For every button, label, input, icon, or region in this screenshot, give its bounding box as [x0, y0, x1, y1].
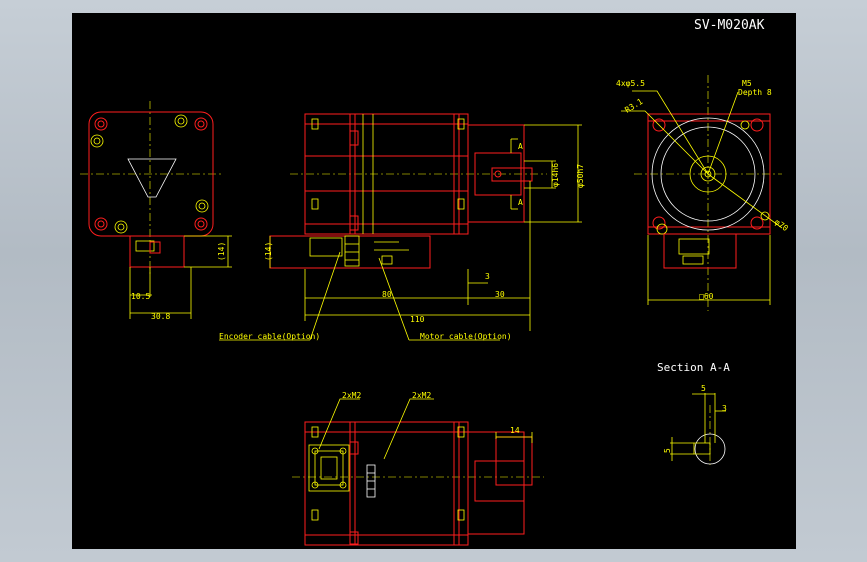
shaft-dim: φ14h6 [551, 163, 560, 187]
front-view: 10.5 30.8 (14) [80, 101, 232, 321]
side-dim-80: 80 [382, 290, 392, 299]
bottom-dim-14: 14 [510, 426, 520, 435]
pcd-dim: φ70 [773, 217, 790, 233]
side-view: 80 30 3 110 (14) A A φ14h6 φ50h7 Encoder… [219, 113, 585, 341]
side-dim-30: 30 [495, 290, 505, 299]
flange-r-label: R3.1 [623, 97, 644, 115]
front-dim-30-8: 30.8 [151, 312, 170, 321]
cad-drawing-viewport[interactable]: SV-M020AK 10.5 30.8 (14) [72, 13, 796, 549]
bottom-view: 2xM2 2xM2 14 [292, 391, 544, 546]
front-dim-14: (14) [217, 242, 226, 261]
tap-label: M5 [742, 79, 752, 88]
side-dim-110: 110 [410, 315, 425, 324]
front-dim-10-5: 10.5 [131, 292, 150, 301]
tap-right-label: 2xM2 [412, 391, 431, 400]
side-dim-3: 3 [485, 272, 490, 281]
flange-holes-label: 4xφ5.5 [616, 79, 645, 88]
section-view: Section A-A 5 3 5 [657, 361, 730, 465]
section-dim-3: 3 [722, 404, 727, 413]
width-dim: □60 [699, 292, 714, 301]
side-dim-14: (14) [264, 242, 273, 261]
section-title: Section A-A [657, 361, 730, 374]
flange-view: 4xφ5.5 R3.1 M5 Depth 8 φ70 □60 [616, 75, 790, 311]
section-dim-5-top: 5 [701, 384, 706, 393]
technical-drawing: SV-M020AK 10.5 30.8 (14) [80, 18, 790, 546]
tap-left-label: 2xM2 [342, 391, 361, 400]
motor-cable-label: Motor cable(Option) [420, 332, 512, 341]
spigot-dim: φ50h7 [576, 164, 585, 188]
section-mark-top: A [518, 142, 523, 151]
section-mark-bottom: A [518, 198, 523, 207]
section-dim-5-left: 5 [663, 448, 672, 453]
encoder-cable-label: Encoder cable(Option) [219, 332, 320, 341]
depth-label: Depth 8 [738, 88, 772, 97]
drawing-title: SV-M020AK [694, 18, 765, 33]
